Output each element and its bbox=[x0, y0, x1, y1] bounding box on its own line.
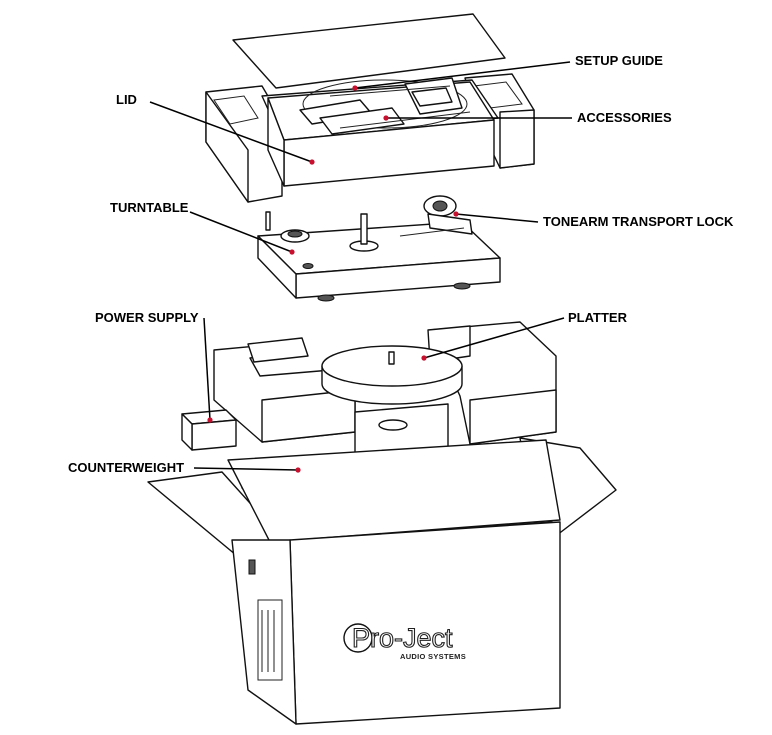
accessories-group bbox=[299, 77, 471, 135]
callout-labels: SETUP GUIDE LID ACCESSORIES TURNTABLE TO… bbox=[68, 53, 734, 475]
box-brand-subtitle: AUDIO SYSTEMS bbox=[400, 652, 466, 661]
box-brand-logo: Pro-Ject bbox=[352, 623, 453, 653]
tonearm-lock-leader bbox=[455, 213, 539, 223]
platter bbox=[321, 345, 463, 405]
label-power-supply: POWER SUPPLY bbox=[95, 310, 199, 325]
label-setup-guide: SETUP GUIDE bbox=[575, 53, 663, 68]
counterweight-leader bbox=[193, 467, 299, 471]
platter-marker bbox=[421, 355, 427, 361]
label-turntable: TURNTABLE bbox=[110, 200, 189, 215]
setup-guide-marker bbox=[352, 85, 358, 91]
label-tonearm-transport-lock: TONEARM TRANSPORT LOCK bbox=[543, 214, 734, 229]
marker-dots bbox=[207, 85, 459, 473]
turntable-top-details bbox=[265, 195, 473, 269]
label-platter: PLATTER bbox=[568, 310, 628, 325]
label-accessories: ACCESSORIES bbox=[577, 110, 672, 125]
setup-guide-leader bbox=[354, 61, 571, 89]
shipping-box: Pro-Ject AUDIO SYSTEMS bbox=[147, 437, 617, 725]
turntable-leader bbox=[189, 211, 293, 253]
lid-marker bbox=[309, 159, 315, 165]
counterweight-marker bbox=[295, 467, 301, 473]
lid-box bbox=[267, 81, 495, 187]
power-supply-marker bbox=[207, 417, 213, 423]
leader-lines bbox=[149, 61, 572, 471]
middle-foam-insert bbox=[213, 321, 557, 459]
power-supply-unit bbox=[181, 409, 237, 451]
accessories-marker bbox=[383, 115, 389, 121]
turntable-plinth bbox=[257, 221, 501, 302]
label-lid: LID bbox=[116, 92, 137, 107]
lid-leader bbox=[149, 101, 313, 163]
label-counterweight: COUNTERWEIGHT bbox=[68, 460, 184, 475]
setup-guide-sheet bbox=[232, 13, 506, 89]
platter-leader bbox=[423, 317, 565, 359]
power-supply-leader bbox=[203, 317, 211, 421]
turntable-marker bbox=[289, 249, 295, 255]
tonearm-lock-marker bbox=[453, 211, 459, 217]
